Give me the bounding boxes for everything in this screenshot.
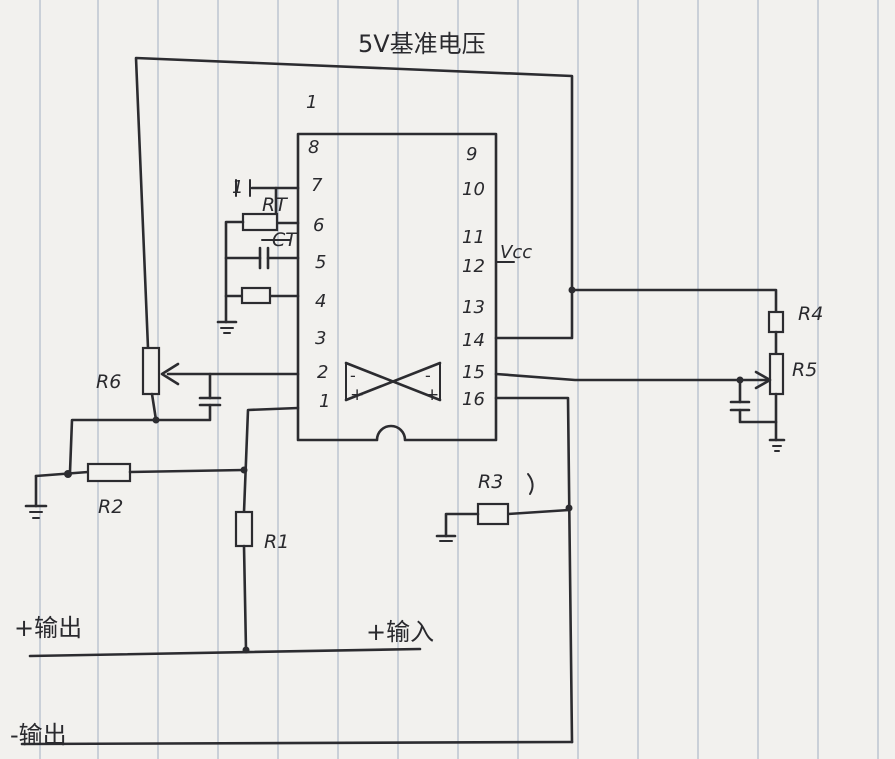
amp-minus-right: - [425,366,431,385]
r4-top-wire [570,288,778,314]
pin4-resistor [240,286,272,305]
pin15-wire [494,372,770,382]
r2-right-wire [128,468,246,474]
amp-minus-left: - [350,366,356,385]
chip-pin-1: 1 [319,391,330,412]
chip-pin-7: 7 [311,175,323,196]
chip-pin-4: 4 [315,291,326,312]
r5-cap-return [738,408,778,424]
r5-wiper-arrow [754,370,772,390]
chip-pin-8: 8 [308,137,319,158]
chip-pin-9: 9 [466,144,477,165]
pos-input-label: +输入 [366,618,434,646]
chip-body [296,132,498,442]
r3-tick-mark [527,473,534,495]
ct-label: CT [272,229,298,251]
amp-plus-left: + [350,385,364,405]
negative-rail [20,740,574,746]
r3-right-wire [506,508,571,516]
r5-potentiometer [768,352,785,396]
r4-resistor [767,310,785,334]
r6-to-r2-wire [68,418,158,474]
r5-label: R5 [792,359,817,381]
r6-wiper-arrow [160,362,180,386]
r1-label: R1 [264,531,289,553]
positive-rail [28,647,422,658]
chip-pin-13: 13 [462,297,485,318]
r6-label: R6 [96,371,121,393]
amp-plus-right: + [425,385,439,405]
r4-label: R4 [798,303,823,325]
vref-wire [134,56,574,350]
title-5v-reference: 5V基准电压 [358,30,486,58]
vcc-label: Vcc [500,242,532,263]
chip-pin-12: 12 [462,256,485,277]
rt-pin7-mark: 1 [232,177,243,198]
r3-label: R3 [478,471,503,493]
chip-pin-5: 5 [315,252,326,273]
r3-resistor [476,502,510,526]
chip-pin-6: 6 [313,215,324,236]
rt-resistor [241,212,279,232]
chip-pin-11: 11 [462,227,485,248]
r2-resistor [86,462,132,483]
neg-output-label: -输出 [10,721,67,749]
r1-bottom-wire [242,544,248,652]
pos-output-label: +输出 [14,614,82,642]
chip-pin-14: 14 [462,330,485,351]
chip-pin-3: 3 [315,328,326,349]
chip-pin-2: 2 [317,362,328,383]
rt-pin7-tick [235,179,251,197]
chip-pin-1-mark: 1 [306,92,317,113]
chip-pin-15: 15 [462,362,485,383]
r6-cap-return [150,392,212,422]
pin1-wire [242,406,300,514]
pin16-wire [494,396,574,744]
chip-pin-10: 10 [462,179,485,200]
r2-left-wire [34,470,90,478]
rt-label: RT [262,194,288,216]
rt-left-wire [224,220,245,324]
r3-left-wire [444,512,480,538]
chip-pin-16: 16 [462,389,485,410]
r2-label: R2 [98,496,123,518]
r6-potentiometer [141,346,161,396]
r1-resistor [234,510,254,548]
error-amplifier-symbol: - + - + [344,361,442,405]
